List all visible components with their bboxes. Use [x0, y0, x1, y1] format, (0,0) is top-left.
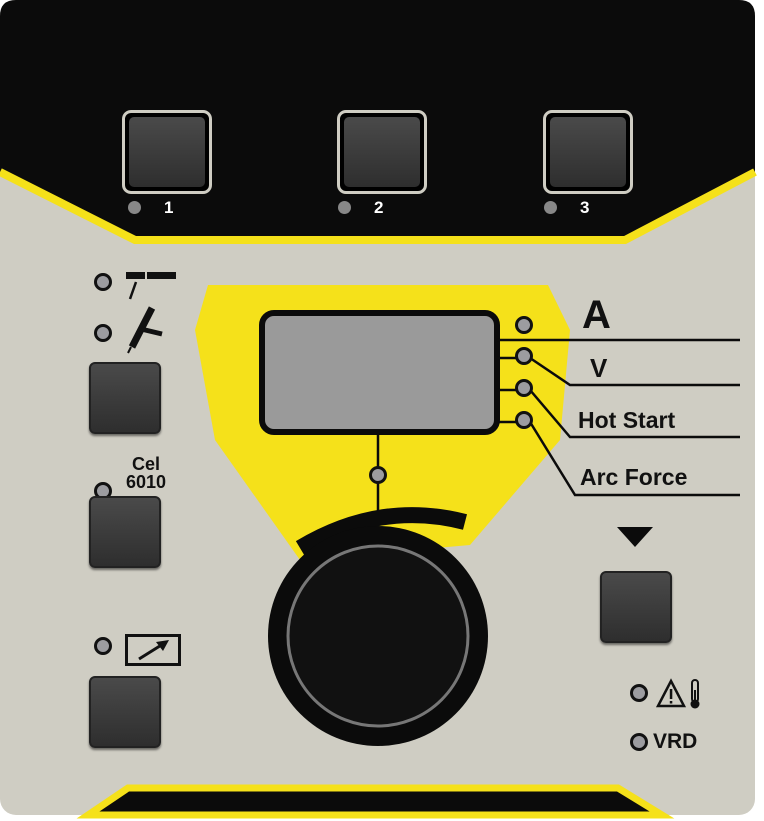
tig-led — [94, 273, 112, 291]
cel-6010-button[interactable] — [89, 496, 161, 568]
stick-electrode-icon — [127, 306, 163, 354]
6010-label: 6010 — [126, 472, 167, 492]
memory-label-1: 1 — [164, 198, 174, 217]
warning-led — [630, 684, 648, 702]
memory-label-2: 2 — [374, 198, 384, 217]
vrd-label: VRD — [653, 730, 698, 753]
memory-led-3 — [544, 201, 557, 214]
amps-label: A — [582, 293, 611, 337]
cel-label: Cel — [132, 454, 161, 474]
tig-lift-icon — [126, 272, 176, 300]
memory-led-1 — [128, 201, 141, 214]
amps-led — [515, 316, 533, 334]
down-arrow-icon — [617, 527, 653, 547]
settings-led — [94, 637, 112, 655]
memory-led-2 — [338, 201, 351, 214]
arc-force-label: Arc Force — [580, 464, 688, 490]
hot-start-label: Hot Start — [578, 407, 676, 433]
stick-led — [94, 324, 112, 342]
volts-led — [515, 347, 533, 365]
memory-button-3[interactable] — [543, 110, 633, 194]
arrow-box-icon — [125, 634, 181, 666]
volts-label: V — [590, 353, 608, 383]
memory-button-2[interactable] — [337, 110, 427, 194]
settings-button[interactable] — [89, 676, 161, 748]
hot-start-led — [515, 379, 533, 397]
overheat-warning-icon — [656, 678, 700, 709]
down-button[interactable] — [600, 571, 672, 643]
memory-label-3: 3 — [580, 198, 590, 217]
knob-led — [369, 466, 387, 484]
memory-button-1[interactable] — [122, 110, 212, 194]
arc-force-led — [515, 411, 533, 429]
display-screen — [259, 310, 500, 435]
vrd-led — [630, 733, 648, 751]
process-button[interactable] — [89, 362, 161, 434]
